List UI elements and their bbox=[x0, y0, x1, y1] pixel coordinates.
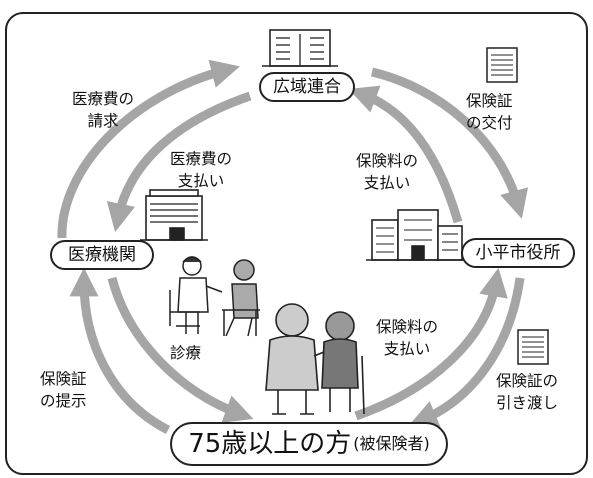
label-hokenryou-shiharai-top: 保険料の 支払い bbox=[356, 150, 418, 194]
label-hokensho-hikiwatashi: 保険証の 引き渡し bbox=[496, 370, 558, 414]
arrow-shinryou bbox=[107, 276, 254, 423]
label-hokenryou-shiharai-bottom-line1: 保険料の bbox=[376, 318, 439, 336]
arrow-iryouhi-shiharai bbox=[106, 91, 252, 233]
label-hokensho-teiji: 保険証 の提示 bbox=[40, 368, 87, 412]
node-kodaira-shiyakusho-label: 小平市役所 bbox=[475, 242, 561, 263]
label-hokensho-hikiwatashi-line2: 引き渡し bbox=[496, 394, 559, 412]
document-icon bbox=[486, 47, 518, 83]
arrow-hokensho-teiji bbox=[69, 267, 171, 434]
label-hokenryou-shiharai-bottom: 保険料の 支払い bbox=[376, 316, 438, 360]
label-hokenryou-shiharai-top-line2: 支払い bbox=[363, 174, 411, 192]
arrow-hokensho-hikiwatashi bbox=[408, 277, 525, 428]
hospital-icon bbox=[140, 189, 208, 241]
label-iryouhi-seikyu: 医療費の 請求 bbox=[72, 88, 134, 132]
label-iryouhi-shiharai-line1: 医療費の bbox=[170, 150, 233, 168]
arrow-hokensho-koufu bbox=[370, 67, 529, 219]
node-kouiki-rengou-label: 広域連合 bbox=[273, 76, 341, 97]
node-kouiki-rengou: 広域連合 bbox=[259, 72, 355, 102]
elderly-couple-icon bbox=[265, 303, 365, 415]
arrow-hokenryou-shiharai-bottom bbox=[354, 267, 508, 421]
document-icon bbox=[517, 329, 549, 365]
label-hokensho-koufu: 保険証 の交付 bbox=[466, 90, 513, 134]
label-iryouhi-seikyu-line1: 医療費の bbox=[72, 90, 135, 108]
main-subtitle: (被保険者) bbox=[353, 434, 430, 453]
label-iryouhi-seikyu-line2: 請求 bbox=[87, 112, 119, 130]
label-shinryou: 診療 bbox=[170, 342, 201, 364]
label-shinryou-text: 診療 bbox=[170, 344, 202, 362]
main-title: 75歳以上の方 bbox=[188, 429, 352, 459]
node-kodaira-shiyakusho: 小平市役所 bbox=[461, 238, 575, 268]
label-iryouhi-shiharai: 医療費の 支払い bbox=[170, 148, 232, 192]
node-iryou-kikan-label: 医療機関 bbox=[68, 244, 136, 265]
doctor-patient-icon bbox=[169, 256, 260, 337]
node-hihokensha: 75歳以上の方 (被保険者) bbox=[170, 422, 448, 466]
label-hokensho-teiji-line2: の提示 bbox=[40, 392, 87, 410]
label-hokensho-koufu-line2: の交付 bbox=[466, 114, 513, 132]
office-building-icon bbox=[262, 29, 338, 67]
label-hokenryou-shiharai-top-line1: 保険料の bbox=[356, 152, 419, 170]
city-hall-icon bbox=[366, 209, 466, 261]
label-hokensho-koufu-line1: 保険証 bbox=[466, 92, 513, 110]
diagram-frame bbox=[5, 12, 588, 475]
label-iryouhi-shiharai-line2: 支払い bbox=[177, 172, 225, 190]
label-hokensho-teiji-line1: 保険証 bbox=[40, 370, 87, 388]
arrow-hokenryou-shiharai-top bbox=[348, 85, 463, 224]
label-hokenryou-shiharai-bottom-line2: 支払い bbox=[383, 340, 431, 358]
label-hokensho-hikiwatashi-line1: 保険証の bbox=[496, 372, 559, 390]
node-iryou-kikan: 医療機関 bbox=[50, 240, 154, 270]
arrow-iryouhi-seikyu bbox=[57, 59, 240, 239]
